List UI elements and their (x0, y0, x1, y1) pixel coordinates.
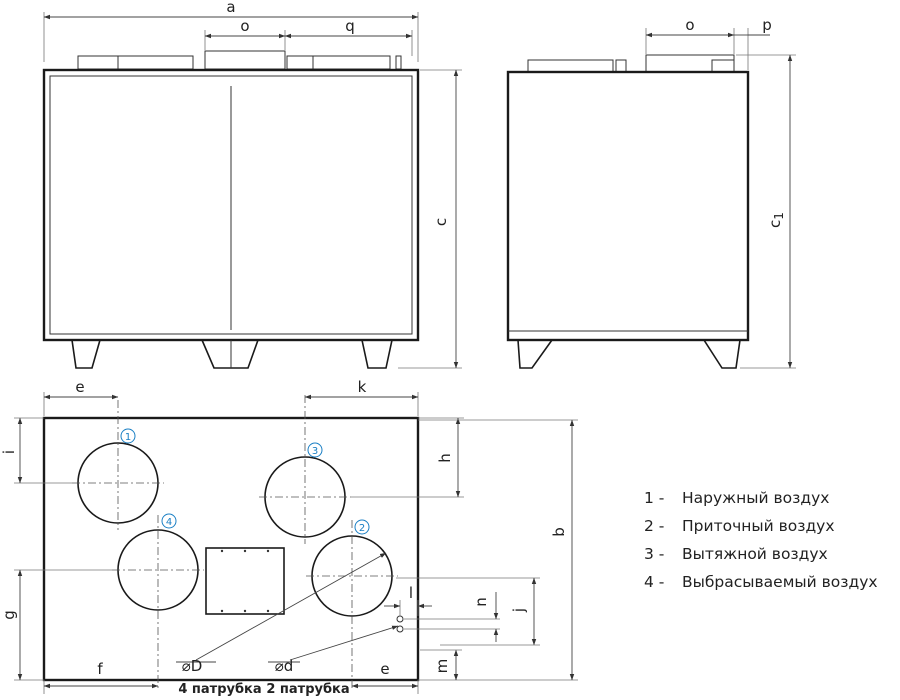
dim-l-label: l (409, 584, 413, 602)
dim-c-label: c (432, 218, 450, 226)
legend-item-label: Приточный воздух (682, 517, 835, 535)
service-panel (205, 547, 285, 615)
dim-e-top-label: e (75, 378, 84, 396)
callout-d-symbol: ⌀d (275, 657, 294, 675)
side-foot (702, 339, 741, 369)
legend-item-number: 4 - (644, 573, 665, 591)
dim-k-label: k (358, 378, 367, 396)
dim-i-label: i (0, 450, 18, 454)
outlet-number-4: 4 (166, 517, 172, 528)
front-spigot-right (286, 55, 391, 70)
callout-d-leader (289, 625, 399, 661)
legend-item-label: Выбрасываемый воздух (682, 573, 878, 591)
panel-screws (220, 549, 270, 613)
outlet-circle-1: 1 (72, 400, 164, 530)
dim-j-label: j (510, 608, 528, 613)
callout-D-caption: 4 патрубка (178, 682, 261, 697)
legend-item-number: 3 - (644, 545, 665, 563)
legend-item-label: Вытяжной воздух (682, 545, 828, 563)
legend-item: 2 - Приточный воздух (644, 512, 878, 540)
front-foot (71, 339, 102, 369)
outlet-number-1: 1 (125, 432, 131, 443)
dim-e-bottom-label: e (380, 660, 389, 678)
front-foot (200, 339, 260, 369)
legend-item: 1 - Наружный воздух (644, 484, 878, 512)
dim-n-label: n (472, 597, 490, 607)
legend-item: 4 - Выбрасываемый воздух (644, 568, 878, 596)
outlet-number-badge (307, 442, 323, 458)
dim-q-label: q (345, 17, 355, 35)
dim-g-label: g (0, 610, 18, 620)
dim-m-label: m (433, 659, 451, 674)
outlet-number-2: 2 (359, 523, 365, 534)
drain-nozzle-lower (396, 625, 404, 633)
outlet-circle-4: 4 (112, 513, 204, 690)
legend-item-number: 2 - (644, 517, 665, 535)
front-spigot-center (204, 50, 286, 70)
dim-h-label: h (436, 453, 454, 463)
legend-item-number: 1 - (644, 489, 665, 507)
legend: 1 - Наружный воздух 2 - Приточный воздух 3… (644, 484, 878, 596)
side-view: o p c1 (506, 16, 796, 369)
front-foot (361, 339, 393, 369)
dim-f-label: f (97, 660, 103, 678)
dim-a-label: a (226, 0, 235, 16)
side-spigot (645, 54, 735, 73)
outlet-number-badge (354, 519, 370, 535)
outlet-number-3: 3 (312, 446, 318, 457)
legend-item: 3 - Вытяжной воздух (644, 540, 878, 568)
dim-b-label: b (550, 527, 568, 537)
outlet-number-badge (120, 428, 136, 444)
callout-D-symbol: ⌀D (182, 657, 203, 675)
plan-outline (42, 416, 420, 682)
side-cabinet (506, 70, 750, 342)
callout-d-caption: 2 патрубка (266, 682, 349, 697)
front-view: a o q c (42, 0, 462, 369)
dim-o-front-label: o (240, 17, 249, 35)
side-foot (517, 339, 554, 369)
outlet-circle-2: 2 (306, 519, 398, 690)
legend-item-label: Наружный воздух (682, 489, 830, 507)
dim-c1-label: c1 (766, 212, 786, 228)
front-spigot-left (77, 55, 194, 70)
outlet-circle-3: 3 (259, 395, 351, 544)
drain-nozzle-upper (396, 615, 404, 623)
dim-o-side-label: o (685, 16, 694, 34)
callout-D-leader (195, 552, 387, 661)
plan-view: 1 3 4 2 (0, 378, 578, 697)
dim-p-label: p (762, 16, 772, 34)
outlet-number-badge (161, 513, 177, 529)
